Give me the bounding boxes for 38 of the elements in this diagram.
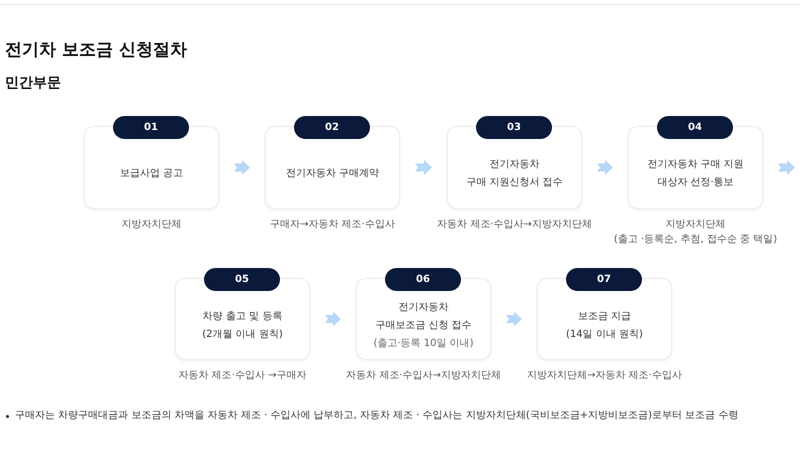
- arrow: [506, 312, 522, 326]
- step-card: [84, 116, 219, 209]
- step-number: 06: [385, 268, 461, 291]
- step-number: 01: [113, 116, 189, 139]
- step-text: 전기자동차 구매 지원 대상자 선정·통보: [647, 158, 744, 190]
- step-card: [356, 268, 491, 360]
- step-number: 03: [476, 116, 552, 139]
- arrow: [415, 160, 432, 175]
- step-number: 02: [294, 116, 370, 139]
- step-actor-text: 구매자→자동차 제조·수입사: [269, 218, 396, 232]
- step-card: [628, 116, 763, 209]
- step-text: 전기자동차 구매 지원신청서 접수: [466, 158, 563, 190]
- step-text: 전기자동차 구매계약: [286, 167, 380, 181]
- footnote-text: 구매자는 차량구매대금과 보조금의 차액을 자동차 제조 · 수입사에 납부하고, 자동차 제조 · 수입사는 지방자치단체(국비보조금+지방비보조금)로부터 보조금 수령: [15, 409, 738, 423]
- step-card: [537, 268, 672, 360]
- step-card: [447, 116, 582, 209]
- page-title: 전기차 보조금 신청절차: [5, 39, 187, 62]
- step-text: 보급사업 공고: [120, 167, 184, 181]
- step-number: 04: [657, 116, 733, 139]
- step-actor-text: 자동차 제조·수입사→지방자치단체: [436, 218, 593, 232]
- arrow: [234, 160, 250, 175]
- step-note: (출고·등록 10일 이내): [373, 336, 474, 350]
- step-number: 07: [566, 268, 642, 291]
- step-text: 차량 출고 및 등록 (2개월 이내 원칙): [202, 310, 283, 342]
- step-actor-text: 자동차 제조·수입사 →구매자: [178, 369, 308, 383]
- arrow: [778, 160, 795, 175]
- step-actor-text: 지방자치단체 (출고 ·등록순, 추첨, 접수순 중 택일): [612, 218, 778, 247]
- step-card: [265, 116, 400, 209]
- step-card: [175, 268, 310, 360]
- arrow: [597, 160, 613, 175]
- step-actor-text: 자동차 제조·수입사→지방자치단체: [345, 369, 502, 383]
- step-text: 보조금 지급 (14일 이내 원칙): [566, 310, 643, 342]
- step-actor-text: 지방자치단체→자동차 제조·수입사: [526, 369, 683, 383]
- section-heading: 민간부문: [5, 74, 61, 93]
- step-actor-text: 지방자치단체: [120, 218, 182, 232]
- arrow: [325, 312, 341, 326]
- step-text: 전기자동차 구매보조금 신청 접수: [375, 300, 472, 332]
- step-number: 05: [204, 268, 280, 291]
